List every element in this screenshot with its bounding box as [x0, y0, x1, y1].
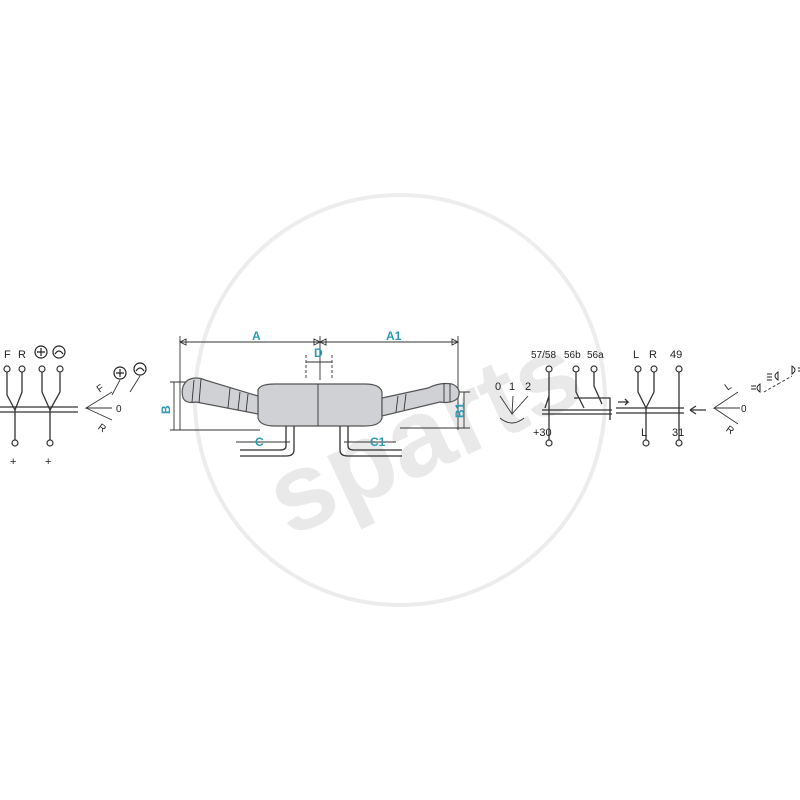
terminal-node	[590, 365, 598, 373]
terminal-node	[634, 365, 642, 373]
terminal-label-r: R	[18, 349, 26, 361]
terminal-node	[56, 365, 64, 373]
terminal-label-57-58: 57/58	[531, 350, 556, 361]
terminal-label-49: 49	[670, 349, 682, 361]
turn-position-r: R	[723, 424, 735, 437]
terminal-label-31: 31	[672, 427, 684, 439]
right-stalk	[381, 382, 460, 417]
terminal-node	[38, 365, 46, 373]
wiper-fast-icon	[113, 366, 127, 380]
wiper-fast-icon	[34, 345, 48, 359]
high-beam-icon	[791, 365, 800, 375]
position-label-r: R	[95, 422, 107, 435]
terminal-label-r: R	[649, 349, 657, 361]
combination-switch-drawing: A A1 D B B1 C C1	[159, 329, 470, 457]
position-label-0: 0	[116, 404, 122, 415]
terminal-node	[572, 365, 580, 373]
dimension-label-c: C	[255, 435, 264, 449]
terminal-node	[11, 439, 19, 447]
dimension-label-b: B	[159, 405, 173, 414]
terminal-label-56a: 56a	[587, 350, 604, 361]
terminal-label-l: L	[633, 349, 639, 361]
position-label-f: F	[95, 383, 106, 396]
terminal-label-plus: +	[45, 456, 51, 468]
terminal-node	[675, 439, 683, 447]
dimension-label-a: A	[252, 329, 261, 343]
right-switch-diagram: 0 1 2 57/58 56b 56a L R 49 +30 +30 L	[495, 349, 800, 447]
low-beam-icon	[751, 383, 761, 393]
terminal-node	[675, 365, 683, 373]
switch-body	[257, 383, 383, 427]
terminal-label-plus-30: +30	[533, 427, 552, 439]
dimension-label-d: D	[314, 346, 323, 360]
turn-position-l: L	[723, 381, 734, 393]
terminal-node	[3, 365, 11, 373]
terminal-node	[46, 439, 54, 447]
wiper-slow-icon	[133, 362, 147, 376]
left-switch-diagram: F R + + F 0 R	[0, 345, 147, 468]
turn-position-0: 0	[741, 404, 747, 415]
terminal-node	[545, 365, 553, 373]
terminal-label-plus: +	[10, 456, 16, 468]
left-stalk	[181, 377, 259, 415]
position-label-1: 1	[509, 381, 515, 393]
terminal-node	[650, 365, 658, 373]
terminal-node	[642, 439, 650, 447]
terminal-node	[545, 439, 553, 447]
position-label-0: 0	[495, 381, 501, 393]
terminal-label-l-bottom: L	[641, 427, 647, 439]
dimension-label-b1: B1	[453, 402, 467, 418]
terminal-node	[18, 365, 26, 373]
wiper-slow-icon	[52, 345, 66, 359]
position-label-2: 2	[525, 381, 531, 393]
dimension-label-c1: C1	[370, 435, 386, 449]
terminal-label-f: F	[4, 349, 11, 361]
dimension-label-a1: A1	[386, 329, 402, 343]
high-beam-icon	[767, 371, 779, 381]
terminal-label-56b: 56b	[564, 350, 581, 361]
